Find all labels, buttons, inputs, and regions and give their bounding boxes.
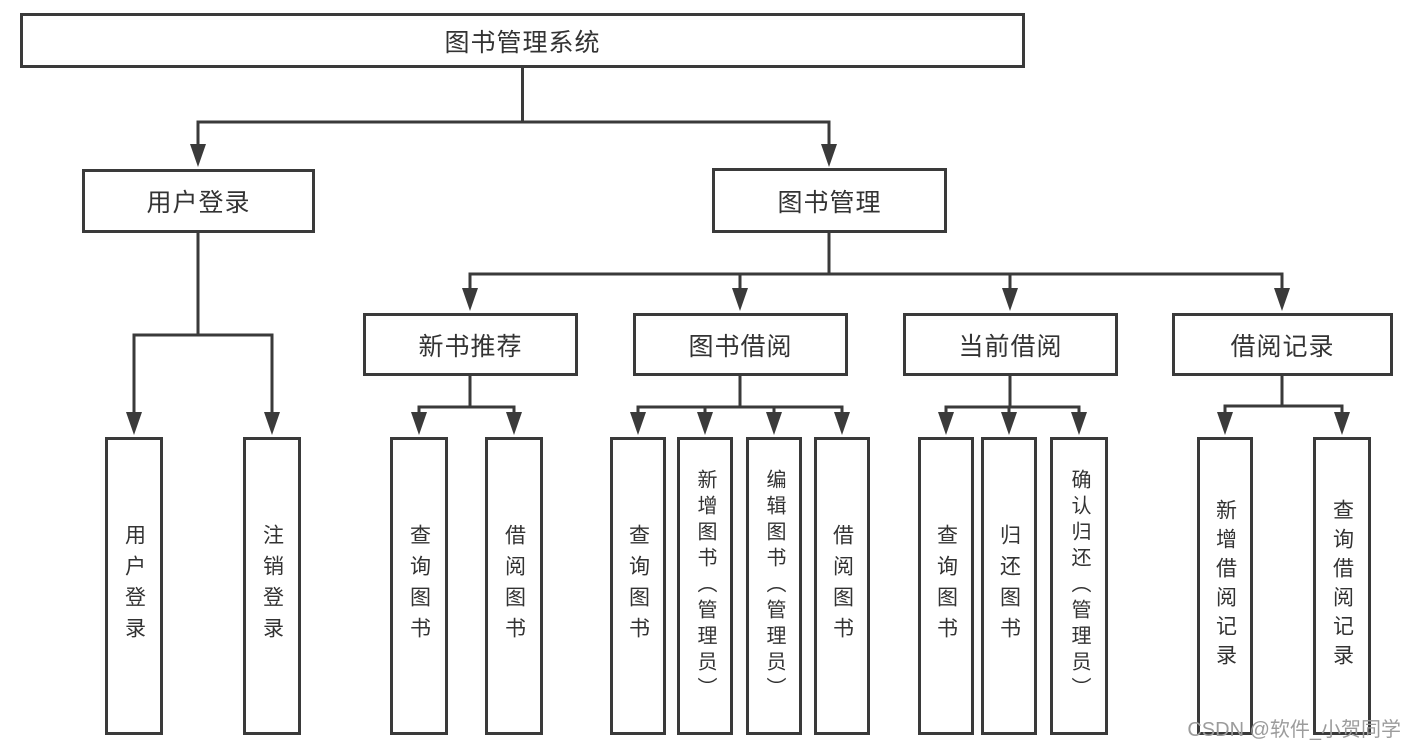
node-label: 查询图书	[934, 524, 958, 648]
arrow-down-icon	[1334, 412, 1350, 435]
node-library-management-system: 图书管理系统	[20, 13, 1025, 68]
node-label: 借阅图书	[830, 524, 854, 648]
node-label: 用户登录	[146, 189, 251, 217]
node-label: 确认归还（管理员）	[1068, 469, 1090, 703]
node-label: 图书管理	[777, 188, 882, 217]
node-label: 注销登录	[260, 524, 284, 648]
node-borrowing-records: 借阅记录	[1172, 313, 1393, 376]
leaf-query-books-current: 查询图书	[918, 437, 974, 735]
arrow-down-icon	[126, 412, 142, 435]
arrowhead-icons	[126, 144, 1350, 435]
node-label: 借阅记录	[1230, 332, 1335, 361]
arrow-down-icon	[264, 412, 280, 435]
leaf-add-borrow-record: 新增借阅记录	[1197, 437, 1253, 735]
node-label: 查询图书	[407, 524, 431, 648]
node-label: 图书管理系统	[444, 28, 601, 57]
node-label: 借阅图书	[502, 524, 526, 648]
arrow-down-icon	[1002, 288, 1018, 311]
node-label: 新增图书（管理员）	[694, 469, 716, 703]
leaf-edit-book-admin: 编辑图书（管理员）	[746, 437, 802, 735]
arrow-down-icon	[506, 412, 522, 435]
node-label: 编辑图书（管理员）	[763, 469, 785, 703]
node-user-login: 用户登录	[82, 169, 315, 233]
node-label: 新书推荐	[418, 332, 523, 361]
arrow-down-icon	[190, 144, 206, 167]
arrow-down-icon	[1217, 412, 1233, 435]
node-label: 查询借阅记录	[1330, 499, 1354, 673]
node-label: 新增借阅记录	[1213, 499, 1237, 673]
node-book-management: 图书管理	[712, 168, 947, 233]
arrow-down-icon	[630, 412, 646, 435]
node-new-book-recommendation: 新书推荐	[363, 313, 578, 376]
arrow-down-icon	[834, 412, 850, 435]
arrow-down-icon	[766, 412, 782, 435]
leaf-borrow-books-recommend: 借阅图书	[485, 437, 543, 735]
connector-path	[132, 68, 1344, 418]
arrow-down-icon	[821, 144, 837, 167]
arrow-down-icon	[1001, 412, 1017, 435]
leaf-add-book-admin: 新增图书（管理员）	[677, 437, 733, 735]
leaf-user-login: 用户登录	[105, 437, 163, 735]
arrow-down-icon	[1071, 412, 1087, 435]
leaf-borrow-books-borrowing: 借阅图书	[814, 437, 870, 735]
leaf-query-books-recommend: 查询图书	[390, 437, 448, 735]
arrow-down-icon	[732, 288, 748, 311]
leaf-confirm-return-admin: 确认归还（管理员）	[1050, 437, 1108, 735]
leaf-query-books-borrowing: 查询图书	[610, 437, 666, 735]
arrow-down-icon	[938, 412, 954, 435]
arrow-down-icon	[462, 288, 478, 311]
leaf-query-borrow-record: 查询借阅记录	[1313, 437, 1371, 735]
node-current-borrowing: 当前借阅	[903, 313, 1118, 376]
node-label: 用户登录	[122, 524, 146, 648]
node-label: 图书借阅	[688, 332, 793, 361]
leaf-return-books: 归还图书	[981, 437, 1037, 735]
node-label: 归还图书	[997, 524, 1021, 648]
csdn-watermark: CSDN @软件_小贺同学	[1187, 719, 1401, 741]
node-label: 当前借阅	[958, 332, 1063, 361]
arrow-down-icon	[1274, 288, 1290, 311]
leaf-logout: 注销登录	[243, 437, 301, 735]
node-label: 查询图书	[626, 524, 650, 648]
arrow-down-icon	[411, 412, 427, 435]
node-book-borrowing: 图书借阅	[633, 313, 848, 376]
arrow-down-icon	[697, 412, 713, 435]
